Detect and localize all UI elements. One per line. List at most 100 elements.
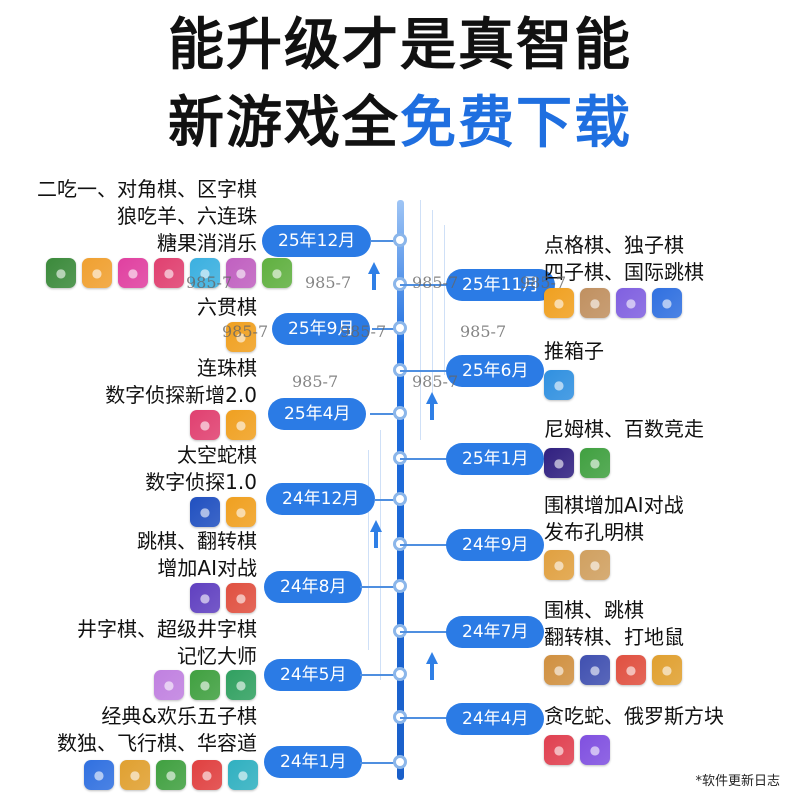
date-pill: 25年1月 [446, 443, 545, 475]
headline-line1: 能升级才是真智能 [168, 13, 632, 78]
entry-line: 增加AI对战 [157, 556, 257, 580]
entry-text: 点格棋、独子棋 四子棋、国际跳棋 [544, 232, 704, 286]
timeline-node [393, 492, 407, 506]
headline-line2: 新游戏全免费下载 [0, 92, 800, 156]
date-pill: 24年12月 [266, 483, 376, 515]
entry-line: 经典&欢乐五子棋 [101, 704, 257, 728]
timeline-node [393, 667, 407, 681]
date-pill: 24年9月 [446, 529, 545, 561]
app-icon: ● [154, 258, 184, 288]
app-icon: ● [190, 583, 220, 613]
entry-line: 记忆大师 [177, 644, 257, 668]
connector [400, 717, 448, 719]
entry-line: 六贯棋 [197, 295, 257, 319]
app-icons: ● [544, 370, 574, 400]
deco-line [380, 430, 381, 680]
app-icon: ● [262, 258, 292, 288]
app-icon: ● [652, 288, 682, 318]
app-icon: ● [84, 760, 114, 790]
date-pill: 24年1月 [264, 746, 363, 778]
date-pill: 25年6月 [446, 355, 545, 387]
app-icons: ● [226, 322, 256, 352]
up-arrow-icon [426, 392, 438, 420]
app-icon: ● [228, 760, 258, 790]
entry-text: 二吃一、对角棋、区字棋 狼吃羊、六连珠 糖果消消乐 [37, 176, 257, 257]
connector [372, 328, 400, 330]
timeline-node [393, 233, 407, 247]
footnote: *软件更新日志 [695, 774, 780, 789]
app-icons: ●● [544, 735, 610, 765]
entry-text: 六贯棋 [197, 294, 257, 321]
deco-line [432, 210, 433, 410]
app-icon: ● [544, 370, 574, 400]
entry-text: 跳棋、翻转棋 增加AI对战 [137, 528, 257, 582]
app-icon: ● [226, 497, 256, 527]
watermark: 985-7 [340, 322, 387, 341]
app-icon: ● [190, 258, 220, 288]
app-icon: ● [580, 735, 610, 765]
watermark: 985-7 [460, 322, 507, 341]
connector [360, 674, 400, 676]
timeline-node [393, 755, 407, 769]
app-icons: ●●●● [544, 655, 682, 685]
app-icon: ● [154, 670, 184, 700]
entry-text: 连珠棋 数字侦探新增2.0 [105, 355, 257, 409]
connector [370, 413, 400, 415]
app-icon: ● [192, 760, 222, 790]
entry-line: 点格棋、独子棋 [544, 233, 684, 257]
entry-line: 连珠棋 [197, 356, 257, 380]
entry-line: 跳棋、翻转棋 [137, 529, 257, 553]
date-pill: 25年9月 [272, 313, 371, 345]
app-icon: ● [190, 410, 220, 440]
entry-text: 围棋、跳棋 翻转棋、打地鼠 [544, 597, 684, 651]
watermark: 985-7 [520, 273, 567, 292]
entry-text: 贪吃蛇、俄罗斯方块 [544, 703, 724, 730]
app-icons: ●● [190, 497, 256, 527]
date-pill: 24年4月 [446, 703, 545, 735]
app-icon: ● [580, 550, 610, 580]
app-icon: ● [616, 288, 646, 318]
watermark: 985-7 [186, 273, 233, 292]
app-icon: ● [190, 497, 220, 527]
connector [360, 586, 400, 588]
entry-line: 数字侦探1.0 [145, 470, 257, 494]
entry-line: 围棋增加AI对战 [544, 493, 684, 517]
app-icons: ●●●●●●● [46, 258, 292, 288]
connector [374, 499, 400, 501]
app-icon: ● [580, 288, 610, 318]
entry-line: 狼吃羊、六连珠 [117, 204, 257, 228]
entry-text: 经典&欢乐五子棋 数独、飞行棋、华容道 [57, 703, 257, 757]
headline-black: 新游戏全 [168, 91, 400, 156]
app-icon: ● [226, 670, 256, 700]
app-icon: ● [190, 670, 220, 700]
entry-line: 尼姆棋、百数竞走 [544, 417, 704, 441]
entry-line: 围棋、跳棋 [544, 598, 644, 622]
watermark: 985-7 [305, 273, 352, 292]
app-icon: ● [616, 655, 646, 685]
date-pill: 25年11月 [446, 269, 556, 301]
app-icon: ● [226, 322, 256, 352]
watermark: 985-7 [412, 273, 459, 292]
app-icon: ● [580, 655, 610, 685]
app-icon: ● [226, 258, 256, 288]
entry-line: 数字侦探新增2.0 [105, 383, 257, 407]
date-pill: 25年12月 [262, 225, 372, 257]
app-icons: ●●●●● [84, 760, 258, 790]
connector [400, 544, 448, 546]
timeline-axis [397, 200, 404, 780]
app-icons: ●●● [154, 670, 256, 700]
entry-line: 贪吃蛇、俄罗斯方块 [544, 704, 724, 728]
entry-line: 翻转棋、打地鼠 [544, 625, 684, 649]
app-icon: ● [226, 410, 256, 440]
entry-line: 发布孔明棋 [544, 520, 644, 544]
date-pill: 24年8月 [264, 571, 363, 603]
app-icons: ●● [190, 583, 256, 613]
up-arrow-icon [370, 520, 382, 548]
app-icon: ● [544, 550, 574, 580]
timeline-node [393, 406, 407, 420]
app-icons: ●●●● [544, 288, 682, 318]
app-icon: ● [544, 735, 574, 765]
entry-text: 围棋增加AI对战 发布孔明棋 [544, 492, 684, 546]
entry-text: 井字棋、超级井字棋 记忆大师 [77, 616, 257, 670]
entry-text: 尼姆棋、百数竞走 [544, 416, 704, 443]
